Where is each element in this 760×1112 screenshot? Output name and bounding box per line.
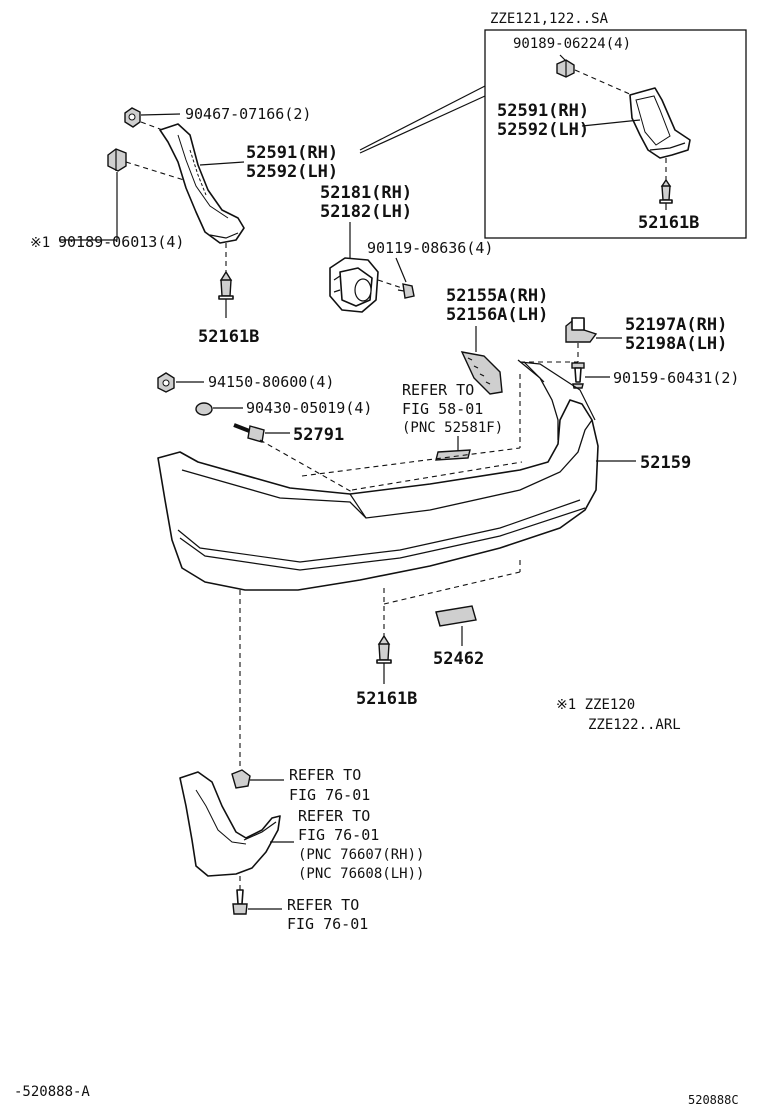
nut-94150-icon: [157, 372, 175, 393]
label-90430-05019: 90430-05019(4): [246, 399, 372, 417]
mudflap-screw-icon: [232, 889, 248, 915]
push-rivet-left-icon: [218, 270, 234, 300]
label-52592-lh-inset: 52592(LH): [497, 120, 589, 140]
refer-76-01-b-line4: (PNC 76608(LH)): [298, 866, 424, 882]
label-52197a-rh: 52197A(RH): [625, 315, 727, 335]
refer-76-01-a-line2: FIG 76-01: [289, 786, 370, 804]
spacer-52462-icon: [435, 605, 477, 627]
refer-76-01-c-line2: FIG 76-01: [287, 915, 368, 933]
upper-bracket-icon: [565, 317, 598, 343]
inset-push-rivet-icon: [659, 178, 673, 204]
inset-clip-icon: [556, 59, 575, 78]
refer-58-01-line3: (PNC 52581F): [402, 420, 503, 436]
refer-76-01-c-line1: REFER TO: [287, 896, 359, 914]
label-52161b-left: 52161B: [198, 327, 259, 347]
label-52161b-inset: 52161B: [638, 213, 699, 233]
label-52198a-lh: 52198A(LH): [625, 334, 727, 354]
footer-right-code: 520888C: [688, 1093, 739, 1107]
refer-76-01-a-line1: REFER TO: [289, 766, 361, 784]
label-90189-06224: 90189-06224(4): [513, 36, 631, 52]
label-90159-60431: 90159-60431(2): [613, 369, 739, 387]
refer-58-01-line2: FIG 58-01: [402, 400, 483, 418]
label-94150-80600: 94150-80600(4): [208, 373, 334, 391]
label-52591-rh-inset: 52591(RH): [497, 101, 589, 121]
clip-90467-icon: [124, 107, 141, 128]
label-52462: 52462: [433, 649, 484, 669]
leader-to-inset-upper: [359, 85, 486, 151]
bolt-90119-icon: [397, 283, 415, 299]
screw-90159-icon: [571, 362, 585, 389]
refer-76-01-b-line1: REFER TO: [298, 807, 370, 825]
label-90119-08636: 90119-08636(4): [367, 239, 493, 257]
note-line1: ※1 ZZE120: [556, 697, 635, 713]
inset-header: ZZE121,122..SA: [490, 11, 609, 27]
label-52182-lh: 52182(LH): [320, 202, 412, 222]
inset-box: [484, 29, 747, 239]
mudflap-clip-top-icon: [231, 769, 251, 789]
refer-76-01-b-line2: FIG 76-01: [298, 826, 379, 844]
label-52181-rh: 52181(RH): [320, 183, 412, 203]
fender-liner-bracket-icon: [159, 123, 245, 244]
inset-bracket-icon: [629, 87, 691, 159]
label-90467-07166: 90467-07166(2): [185, 105, 311, 123]
push-rivet-bottom-icon: [376, 634, 392, 664]
label-52791: 52791: [293, 425, 344, 445]
note-line2: ZZE122..ARL: [588, 717, 681, 733]
mark-note-1: ※1: [30, 235, 50, 251]
washer-90430-icon: [195, 402, 213, 416]
refer-76-01-b-line3: (PNC 76607(RH)): [298, 847, 424, 863]
license-bracket-icon: [435, 449, 471, 461]
refer-58-01-line1: REFER TO: [402, 381, 474, 399]
label-90189-06013: 90189-06013(4): [58, 233, 184, 251]
label-52159: 52159: [640, 453, 691, 473]
label-52591-rh: 52591(RH): [246, 143, 338, 163]
bolt-52791-icon: [233, 423, 265, 443]
label-52155a-rh: 52155A(RH): [446, 286, 548, 306]
footer-left-code: -520888-A: [14, 1084, 90, 1100]
label-52592-lh: 52592(LH): [246, 162, 338, 182]
label-52161b-bottom: 52161B: [356, 689, 417, 709]
mud-flap-icon: [179, 771, 281, 877]
side-retainer-icon: [460, 351, 503, 395]
lamp-bracket-icon: [329, 257, 379, 313]
leader-to-inset-lower: [359, 95, 486, 154]
clip-90189-06013-icon: [107, 148, 127, 172]
rear-bumper-cover-icon: [157, 359, 599, 591]
label-52156a-lh: 52156A(LH): [446, 305, 548, 325]
